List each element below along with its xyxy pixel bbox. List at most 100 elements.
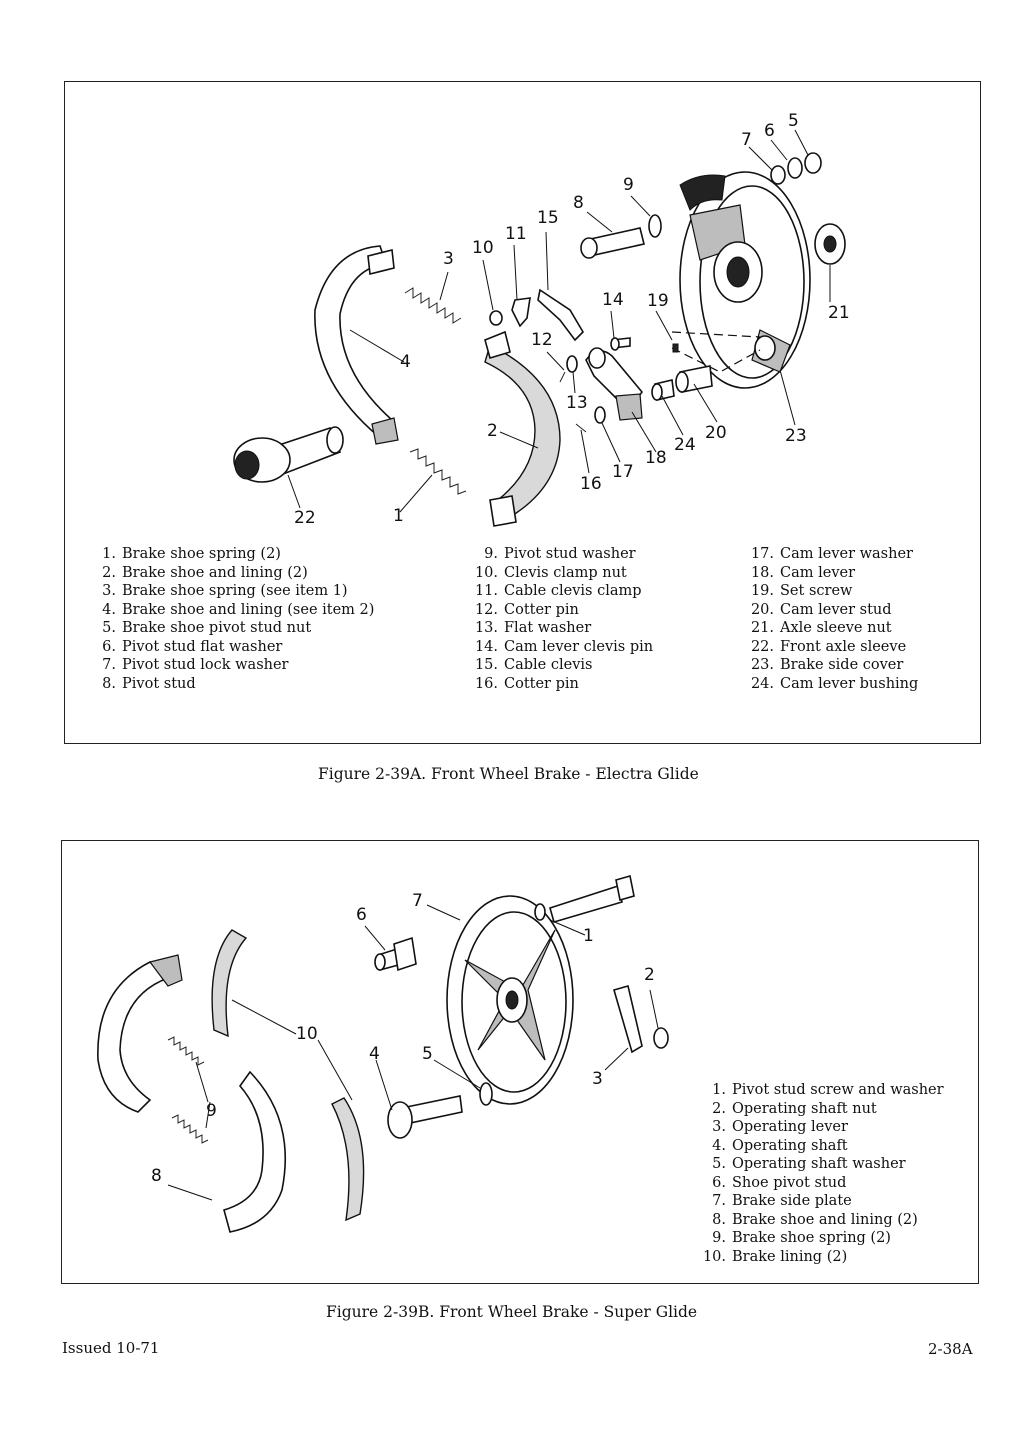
legend-item: 2.Brake shoe and lining (2) [102, 564, 308, 581]
callout-a-2: 2 [487, 421, 498, 441]
legend-item: 20.Cam lever stud [750, 601, 892, 618]
brake-shoe-spring-9b-drawing [171, 1114, 209, 1144]
clevis-clamp-nut-drawing [489, 310, 503, 326]
cam-lever-drawing [585, 347, 644, 421]
brake-lining-10-drawing [211, 929, 365, 1222]
brake-side-plate-drawing [446, 895, 574, 1105]
brake-shoe-and-lining-2-drawing [484, 330, 561, 527]
figure-a-legend-col-1: 1.Brake shoe spring (2) 2.Brake shoe and… [96, 545, 374, 693]
figure-b-legend: 1.Pivot stud screw and washer 2.Operatin… [702, 1081, 944, 1266]
callout-b-8: 8 [151, 1166, 162, 1186]
callout-a-9: 9 [623, 175, 634, 195]
legend-item: 17.Cam lever washer [750, 546, 913, 562]
callout-b-4: 4 [369, 1044, 380, 1064]
legend-item: 21.Axle sleeve nut [750, 620, 892, 636]
callout-a-19: 19 [647, 291, 669, 311]
set-screw-drawing [672, 343, 679, 353]
shoe-pivot-stud-drawing [374, 936, 417, 972]
legend-item: 7.Brake side plate [712, 1193, 852, 1209]
callout-a-20: 20 [705, 423, 727, 443]
issued-date: Issued 10-71 [62, 1339, 160, 1357]
cam-lever-clevis-pin-drawing [610, 337, 631, 351]
legend-item: 4.Operating shaft [712, 1137, 848, 1154]
callout-b-5: 5 [422, 1044, 433, 1064]
legend-item: 14.Cam lever clevis pin [474, 638, 654, 655]
figure-a-legend-col-2: 9.Pivot stud washer 10.Clevis clamp nut … [474, 545, 653, 693]
figure-b-caption: Figure 2-39B. Front Wheel Brake - Super … [326, 1303, 698, 1321]
callout-a-17: 17 [612, 462, 634, 482]
callout-a-24: 24 [674, 435, 696, 455]
axle-sleeve-nut-drawing [814, 223, 846, 265]
legend-item: 18.Cam lever [750, 564, 856, 581]
brake-side-cover-drawing [679, 171, 811, 389]
cam-lever-stud-drawing [675, 365, 713, 393]
legend-item: 5.Brake shoe pivot stud nut [102, 620, 312, 636]
legend-item: 7.Pivot stud lock washer [102, 657, 289, 673]
callout-b-3: 3 [592, 1069, 603, 1089]
figure-a-legend-col-3: 17.Cam lever washer 18.Cam lever 19.Set … [750, 545, 918, 693]
operating-shaft-washer-drawing [479, 1082, 493, 1106]
pivot-stud-nut-drawing [804, 152, 822, 174]
cable-clevis-clamp-drawing [511, 297, 531, 328]
legend-item: 8.Brake shoe and lining (2) [712, 1211, 918, 1228]
operating-lever-drawing [613, 984, 643, 1054]
callout-a-22: 22 [294, 508, 316, 528]
legend-item: 1.Pivot stud screw and washer [712, 1082, 944, 1098]
callout-a-7: 7 [741, 130, 752, 150]
pivot-stud-screw-drawing [534, 874, 635, 923]
legend-item: 3.Brake shoe spring (see item 1) [102, 583, 348, 599]
pivot-stud-washer-drawing [648, 214, 662, 238]
callout-a-23: 23 [785, 426, 807, 446]
callout-a-13: 13 [566, 393, 588, 413]
callout-a-18: 18 [645, 448, 667, 468]
brake-shoe-spring-9a-drawing [167, 1036, 205, 1066]
figure-a-leader-lines [287, 129, 831, 513]
callout-b-6: 6 [356, 905, 367, 925]
legend-item: 8.Pivot stud [102, 675, 196, 692]
legend-item: 24.Cam lever bushing [750, 675, 919, 692]
callout-a-12: 12 [531, 330, 553, 350]
callout-a-1: 1 [393, 506, 404, 526]
callout-a-15: 15 [537, 208, 559, 228]
callout-a-11: 11 [505, 224, 527, 244]
legend-item: 6.Shoe pivot stud [712, 1174, 847, 1191]
legend-item: 15.Cable clevis [474, 657, 593, 673]
legend-item: 19.Set screw [750, 583, 853, 599]
figure-b-frame [61, 840, 979, 1284]
callout-a-6: 6 [764, 121, 775, 141]
callout-a-3: 3 [443, 249, 454, 269]
cotter-pin-16-drawing [575, 423, 587, 433]
callout-b-1: 1 [583, 926, 594, 946]
callout-a-4: 4 [400, 352, 411, 372]
lock-washer-drawing [770, 165, 786, 185]
legend-item: 13.Flat washer [474, 620, 592, 636]
cable-clevis-drawing [537, 288, 585, 342]
legend-item: 3.Operating lever [712, 1119, 848, 1135]
callout-a-10: 10 [472, 238, 494, 258]
legend-item: 6.Pivot stud flat washer [102, 638, 283, 655]
callout-b-7: 7 [412, 891, 423, 911]
alignment-guide-lines [671, 331, 761, 373]
legend-item: 9.Brake shoe spring (2) [712, 1230, 891, 1246]
legend-item: 9.Pivot stud washer [484, 546, 636, 562]
callout-a-16: 16 [580, 474, 602, 494]
operating-shaft-drawing [387, 1095, 463, 1139]
legend-item: 1.Brake shoe spring (2) [102, 546, 281, 562]
brake-shoe-spring-1-drawing [409, 448, 467, 495]
legend-item: 10.Brake lining (2) [702, 1248, 848, 1265]
legend-item: 11.Cable clevis clamp [474, 583, 642, 599]
legend-item: 5.Operating shaft washer [712, 1156, 906, 1172]
brake-shoe-spring-3-drawing [404, 287, 462, 324]
callout-a-8: 8 [573, 193, 584, 213]
callout-b-2: 2 [644, 965, 655, 985]
callout-a-5: 5 [788, 111, 799, 131]
callout-a-21: 21 [828, 303, 850, 323]
front-axle-sleeve-drawing [233, 426, 344, 483]
legend-item: 12.Cotter pin [474, 601, 579, 618]
flat-washer-13-drawing [566, 355, 578, 373]
brake-shoe-and-lining-4-drawing [314, 245, 399, 445]
cam-lever-bushing-drawing [651, 379, 675, 401]
brake-shoe-and-lining-8-drawing [97, 954, 287, 1233]
